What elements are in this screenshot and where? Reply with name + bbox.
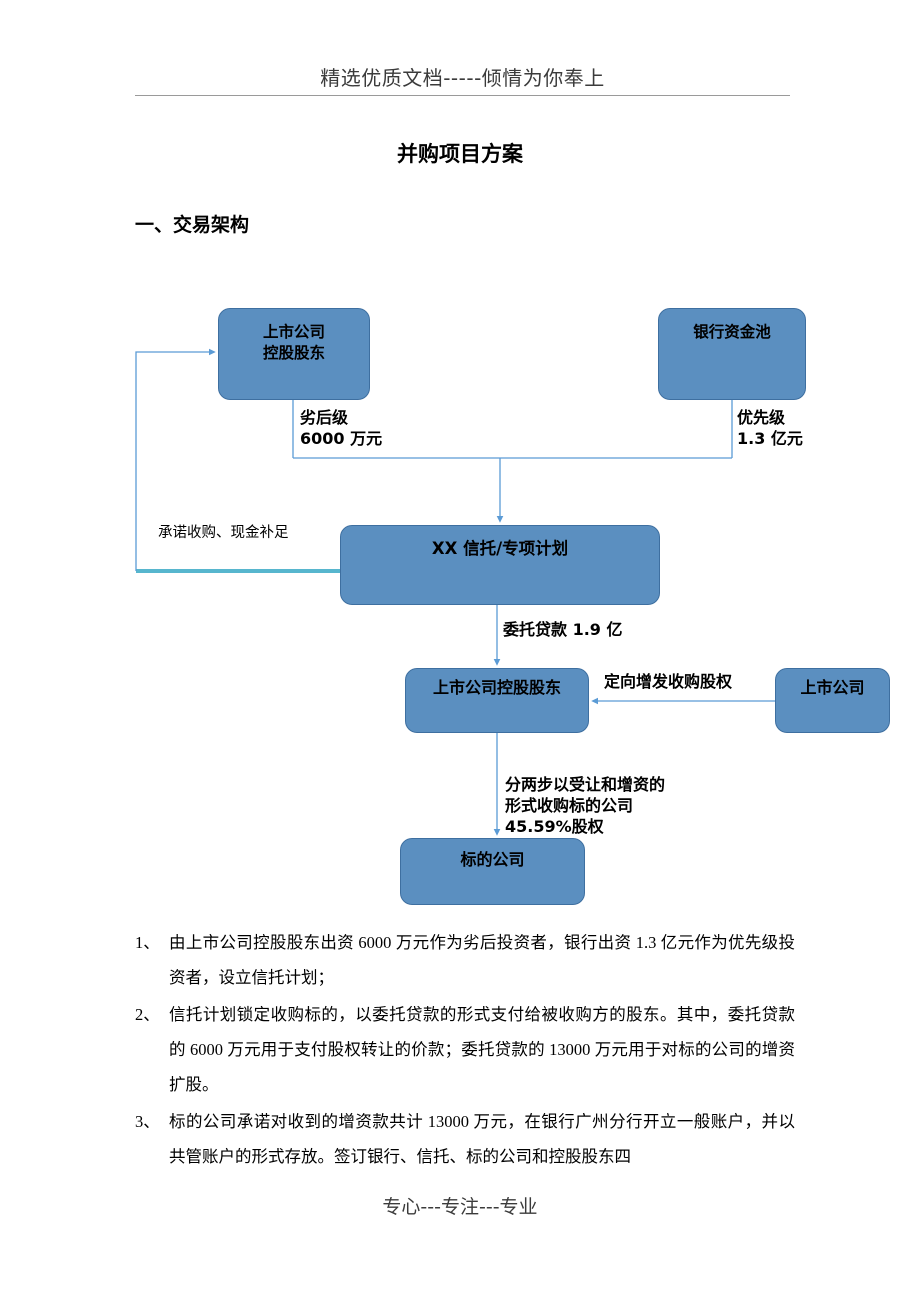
diagram-node-controlling-shareholder-top: 上市公司 控股股东 bbox=[218, 308, 370, 400]
list-item-text: 由上市公司控股股东出资 6000 万元作为劣后投资者，银行出资 1.3 亿元作为… bbox=[169, 933, 795, 987]
edge-label-subordinate-tranche: 劣后级 6000 万元 bbox=[300, 408, 383, 448]
document-header-banner: 精选优质文档-----倾情为你奉上 bbox=[320, 66, 605, 90]
diagram-node-trust-plan: XX 信托/专项计划 bbox=[340, 525, 660, 605]
diagram-node-label: 银行资金池 bbox=[693, 323, 771, 341]
document-footer: 专心---专注---专业 bbox=[382, 1196, 538, 1218]
page-title: 并购项目方案 bbox=[397, 142, 523, 166]
list-item: 1、 由上市公司控股股东出资 6000 万元作为劣后投资者，银行出资 1.3 亿… bbox=[135, 925, 795, 995]
list-item: 2、 信托计划锁定收购标的，以委托贷款的形式支付给被收购方的股东。其中，委托贷款… bbox=[135, 997, 795, 1102]
edge-label-senior-tranche: 优先级 1.3 亿元 bbox=[737, 408, 803, 448]
diagram-node-controlling-shareholder-mid: 上市公司控股股东 bbox=[405, 668, 589, 733]
header-divider bbox=[135, 95, 790, 96]
list-item-text: 标的公司承诺对收到的增资款共计 13000 万元，在银行广州分行开立一般账户，并… bbox=[169, 1112, 795, 1166]
diagram-node-label: 标的公司 bbox=[460, 850, 525, 869]
list-item-marker: 3、 bbox=[135, 1112, 160, 1131]
list-item-text: 信托计划锁定收购标的，以委托贷款的形式支付给被收购方的股东。其中，委托贷款的 6… bbox=[169, 1005, 795, 1094]
diagram-node-listed-company: 上市公司 bbox=[775, 668, 890, 733]
edge-label-entrusted-loan: 委托贷款 1.9 亿 bbox=[503, 620, 623, 639]
diagram-node-label: XX 信托/专项计划 bbox=[431, 539, 569, 558]
numbered-list: 1、 由上市公司控股股东出资 6000 万元作为劣后投资者，银行出资 1.3 亿… bbox=[135, 925, 795, 1176]
diagram-node-target-company: 标的公司 bbox=[400, 838, 585, 905]
edge-label-two-step-acquisition: 分两步以受让和增资的形式收购标的公司 45.59%股权 bbox=[505, 775, 666, 836]
diagram-node-label: 上市公司控股股东 bbox=[432, 678, 561, 697]
list-item: 3、 标的公司承诺对收到的增资款共计 13000 万元，在银行广州分行开立一般账… bbox=[135, 1104, 795, 1174]
diagram-node-label: 上市公司 bbox=[800, 678, 865, 697]
edge-label-private-placement: 定向增发收购股权 bbox=[604, 672, 733, 691]
edge-label-purchase-commitment: 承诺收购、现金补足 bbox=[158, 525, 289, 541]
list-item-marker: 1、 bbox=[135, 933, 160, 952]
diagram-node-label: 上市公司 控股股东 bbox=[262, 323, 325, 362]
diagram-node-bank-capital-pool: 银行资金池 bbox=[658, 308, 806, 400]
section-heading-transaction-structure: 一、交易架构 bbox=[135, 214, 250, 236]
list-item-marker: 2、 bbox=[135, 1005, 160, 1024]
